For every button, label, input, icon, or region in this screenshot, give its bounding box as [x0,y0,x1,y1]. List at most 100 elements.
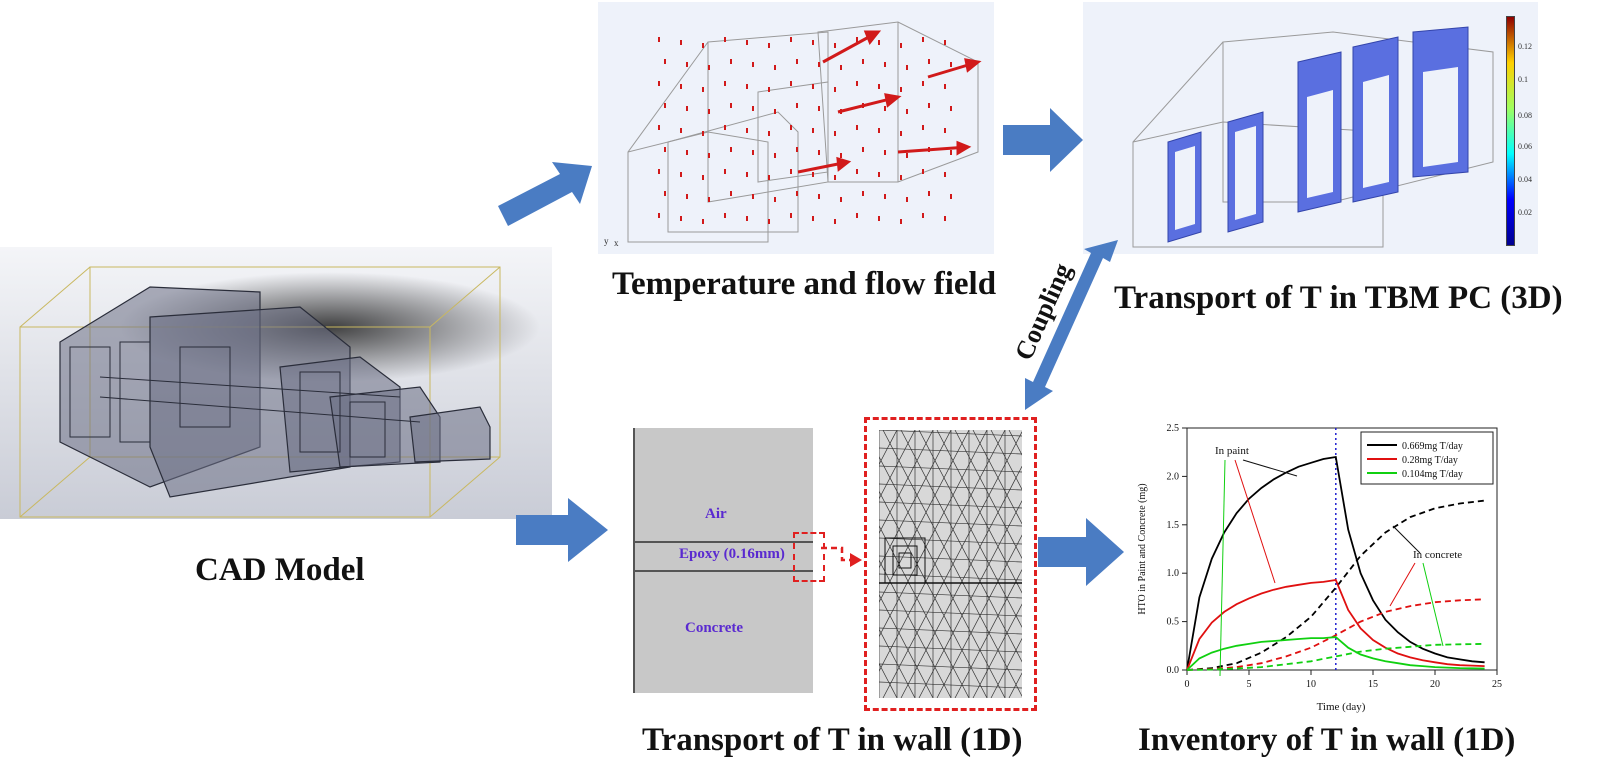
annotation-pointer [1242,459,1298,477]
flow-vector [658,125,660,130]
flow-vector [834,175,836,180]
flow-vector [900,131,902,136]
legend-label: 0.104mg T/day [1402,469,1463,480]
label-air: Air [705,506,727,522]
series-line-2 [1186,579,1485,671]
colorbar-tick: 0.04 [1518,175,1532,184]
caption-wall-1d: Transport of T in wall (1D) [642,722,1023,758]
colorbar-tick: 0.06 [1518,142,1532,151]
flow-vector [730,103,732,108]
flow-vector [790,37,792,42]
flow-vector [746,172,748,177]
flow-vector [774,109,776,114]
y-tick-label: 2.0 [1167,471,1180,482]
svg-text:x: x [614,238,619,248]
flow-vector [944,172,946,177]
flow-vector [790,169,792,174]
flow-vector [702,131,704,136]
caption-tbm-3d: Transport of T in TBM PC (3D) [1114,280,1563,316]
flow-vector [768,43,770,48]
series-line-3 [1186,598,1485,671]
cad-model-panel [0,247,552,519]
annotation-pointer [1392,525,1421,554]
flow-vector [944,84,946,89]
arrow-flow-to-tbm [1003,108,1083,172]
x-tick-label: 10 [1306,679,1316,690]
flow-vector [834,219,836,224]
tbm-3d-panel: 0.12 0.1 0.08 0.06 0.04 0.02 [1083,2,1538,254]
annotation-pointer [1219,459,1226,677]
arrow-cad-to-flow [498,162,592,226]
flow-vector [702,43,704,48]
caption-flow-field: Temperature and flow field [612,266,997,302]
flow-vector [818,106,820,111]
flow-vector [746,84,748,89]
flow-vector [950,150,952,155]
flow-vector [790,125,792,130]
flow-vector [900,175,902,180]
flow-vector [730,59,732,64]
flow-vector [944,128,946,133]
legend-label: 0.28mg T/day [1402,455,1458,466]
tbm-concentration-image: 0.12 0.1 0.08 0.06 0.04 0.02 [1083,2,1538,254]
flow-vector [768,175,770,180]
flow-vector [856,125,858,130]
flow-vector [730,191,732,196]
flow-vector [796,59,798,64]
flow-vector [928,59,930,64]
flow-vector [884,62,886,67]
colorbar-tick: 0.1 [1518,75,1528,84]
y-tick-label: 1.5 [1167,520,1180,531]
annotation-pointer [1389,562,1416,607]
flow-vector [928,191,930,196]
colorbar-tick: 0.12 [1518,42,1532,51]
y-axis-label: HTO in Paint and Concrete (mg) [1137,483,1148,614]
flow-vector [950,106,952,111]
flow-vector [796,191,798,196]
flow-vector [774,153,776,158]
x-tick-label: 5 [1247,679,1252,690]
x-tick-label: 25 [1492,679,1502,690]
flow-vector [884,150,886,155]
flow-vector [746,40,748,45]
flow-vector [790,213,792,218]
flow-vector [900,87,902,92]
flow-vector [746,128,748,133]
flow-vector [790,81,792,86]
annotation-in-paint: In paint [1215,445,1249,457]
zoom-arrow-head [850,553,862,567]
flow-vector [856,213,858,218]
flow-vector [702,219,704,224]
flow-vector [878,128,880,133]
flow-vector [658,169,660,174]
flow-vector [944,216,946,221]
series-line-4 [1186,636,1485,671]
flow-vector [856,169,858,174]
flow-vector [708,65,710,70]
flow-vector [812,128,814,133]
flow-vector [664,103,666,108]
flow-vector [834,43,836,48]
flow-vector [856,37,858,42]
arrow-mesh-to-inventory [1038,518,1124,586]
x-axis-label: Time (day) [1317,701,1366,713]
flow-vector [702,175,704,180]
flow-vector [686,62,688,67]
flow-vector [812,40,814,45]
flow-vector [752,106,754,111]
flow-vector [906,109,908,114]
flow-vector [922,213,924,218]
flow-vector [752,62,754,67]
flow-vector [834,87,836,92]
colorbar-tick: 0.08 [1518,111,1532,120]
flow-vector [812,216,814,221]
y-tick-label: 2.5 [1167,423,1180,434]
flow-vector [834,131,836,136]
flow-vector [950,62,952,67]
svg-text:y: y [604,236,609,246]
flow-vector [818,62,820,67]
